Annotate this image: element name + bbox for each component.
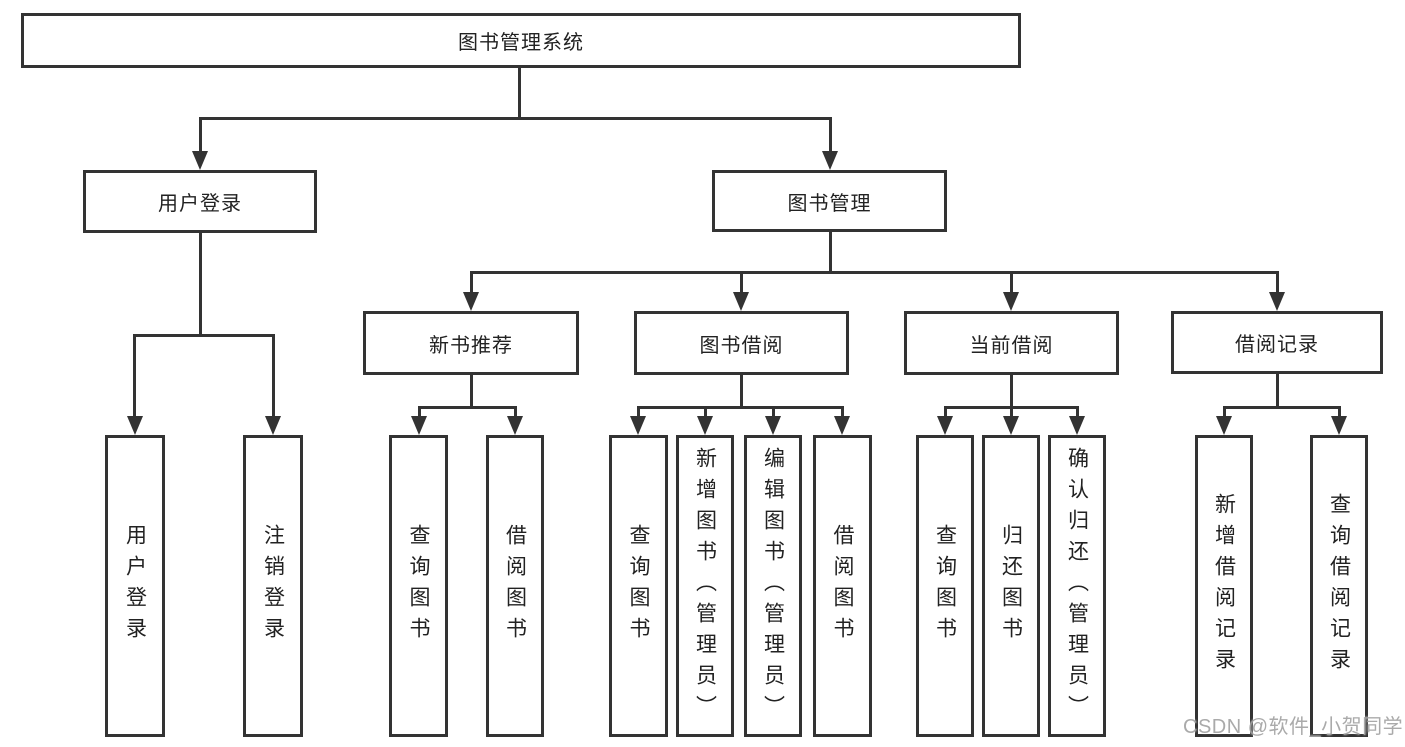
edge-line <box>637 406 640 418</box>
leaf-borrow-books-recommend: 借阅图书 <box>486 435 544 737</box>
arrowhead-down-icon <box>192 151 208 170</box>
edge-line <box>133 334 275 337</box>
edge-line <box>1223 406 1341 409</box>
arrowhead-down-icon <box>834 416 850 435</box>
edge-line <box>470 271 473 295</box>
arrowhead-down-icon <box>937 416 953 435</box>
csdn-watermark: CSDN @软件_小贺同学 <box>1183 716 1404 738</box>
leaf-query-books-current: 查询图书 <box>916 435 974 737</box>
leaf-query-books-recommend: 查询图书 <box>389 435 448 737</box>
leaf-borrow-books: 借阅图书 <box>813 435 872 737</box>
leaf-confirm-return-admin: 确认归还（管理员） <box>1048 435 1106 737</box>
edge-line <box>772 406 775 418</box>
edge-line <box>944 406 947 418</box>
edge-line <box>841 406 844 418</box>
edge-line <box>829 117 832 153</box>
edge-line <box>470 271 1279 274</box>
edge-line <box>199 233 202 337</box>
leaf-user-login: 用户登录 <box>105 435 165 737</box>
arrowhead-down-icon <box>463 292 479 311</box>
arrowhead-down-icon <box>1331 416 1347 435</box>
arrowhead-down-icon <box>265 416 281 435</box>
arrowhead-down-icon <box>411 416 427 435</box>
arrowhead-down-icon <box>1003 416 1019 435</box>
edge-line <box>1276 374 1279 409</box>
edge-line <box>199 117 202 153</box>
arrowhead-down-icon <box>1216 416 1232 435</box>
edge-line <box>1338 406 1341 418</box>
leaf-logout: 注销登录 <box>243 435 303 737</box>
edge-line <box>418 406 517 409</box>
arrowhead-down-icon <box>822 151 838 170</box>
arrowhead-down-icon <box>127 416 143 435</box>
arrowhead-down-icon <box>1069 416 1085 435</box>
edge-line <box>829 232 832 274</box>
edge-line <box>1010 271 1013 295</box>
edge-line <box>704 406 707 418</box>
node-current-borrow: 当前借阅 <box>904 311 1119 375</box>
arrowhead-down-icon <box>765 416 781 435</box>
edge-line <box>1223 406 1226 418</box>
leaf-add-borrow-record: 新增借阅记录 <box>1195 435 1253 737</box>
node-book-borrow: 图书借阅 <box>634 311 849 375</box>
node-root: 图书管理系统 <box>21 13 1021 68</box>
edge-line <box>740 375 743 409</box>
edge-line <box>470 375 473 409</box>
edge-line <box>1276 271 1279 295</box>
edge-line <box>1010 375 1013 409</box>
leaf-add-book-admin: 新增图书（管理员） <box>676 435 734 737</box>
edge-line <box>514 406 517 418</box>
edge-line <box>418 406 421 418</box>
node-new-book-recommend: 新书推荐 <box>363 311 579 375</box>
node-user-login: 用户登录 <box>83 170 317 233</box>
leaf-return-book: 归还图书 <box>982 435 1040 737</box>
node-book-management: 图书管理 <box>712 170 947 232</box>
node-borrow-records: 借阅记录 <box>1171 311 1383 374</box>
arrowhead-down-icon <box>1269 292 1285 311</box>
arrowhead-down-icon <box>733 292 749 311</box>
arrowhead-down-icon <box>507 416 523 435</box>
arrowhead-down-icon <box>697 416 713 435</box>
edge-line <box>272 334 275 418</box>
edge-line <box>518 68 521 120</box>
arrowhead-down-icon <box>630 416 646 435</box>
edge-line <box>740 271 743 295</box>
edge-line <box>1076 406 1079 418</box>
leaf-edit-book-admin: 编辑图书（管理员） <box>744 435 802 737</box>
edge-line <box>637 406 844 409</box>
arrowhead-down-icon <box>1003 292 1019 311</box>
leaf-query-books-borrow: 查询图书 <box>609 435 668 737</box>
edge-line <box>133 334 136 418</box>
edge-line <box>199 117 831 120</box>
leaf-query-borrow-record: 查询借阅记录 <box>1310 435 1368 737</box>
edge-line <box>1010 406 1013 418</box>
